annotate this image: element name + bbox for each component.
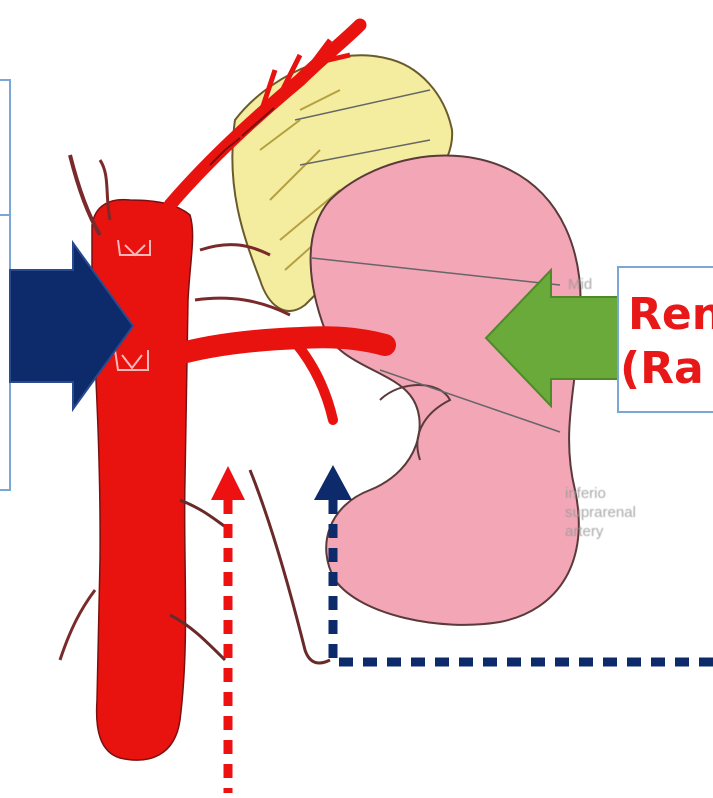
callout-right-line2: (Ra: [620, 344, 713, 394]
left-branch-upper: [70, 155, 100, 235]
label-inferior-1: inferio: [565, 485, 606, 502]
label-inferior-2: suprarenal: [565, 504, 636, 521]
label-inferior-3: artery: [565, 523, 603, 540]
left-callout-box: [0, 80, 10, 490]
renal-artery-lower-branch: [295, 342, 333, 420]
left-branch-lower: [60, 590, 95, 660]
blue-arrowhead: [314, 465, 352, 500]
label-middle: Mid: [568, 276, 592, 293]
red-arrowhead: [211, 466, 245, 500]
callout-right-line1: Ren: [628, 290, 713, 340]
aorta: [92, 200, 193, 760]
